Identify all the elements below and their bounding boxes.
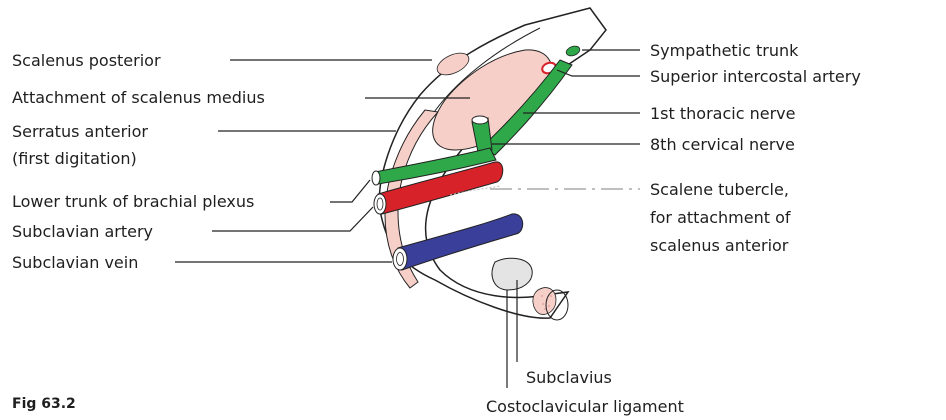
label-eighth-cervical-nerve: 8th cervical nerve <box>650 135 795 154</box>
label-costoclavicular-ligament: Costoclavicular ligament <box>486 397 684 416</box>
label-serratus-anterior: Serratus anterior <box>12 122 148 141</box>
label-serratus-anterior-sub: (first digitation) <box>12 149 137 168</box>
label-subclavian-artery: Subclavian artery <box>12 222 153 241</box>
leader-superior-intercostal <box>557 70 640 76</box>
figure-caption: Fig 63.2 <box>12 396 76 412</box>
label-subclavius: Subclavius <box>526 368 612 387</box>
label-scalene-tubercle-line1: Scalene tubercle, <box>650 180 789 199</box>
label-superior-intercostal-artery: Superior intercostal artery <box>650 67 861 86</box>
label-scalenus-posterior: Scalenus posterior <box>12 51 161 70</box>
label-scalene-tubercle-line2: for attachment of <box>650 208 791 227</box>
label-first-thoracic-nerve: 1st thoracic nerve <box>650 104 795 123</box>
costoclavicular-ligament-attachment <box>492 258 532 290</box>
label-subclavian-vein: Subclavian vein <box>12 253 138 272</box>
leader-lower-trunk <box>330 180 370 202</box>
label-sympathetic-trunk: Sympathetic trunk <box>650 41 799 60</box>
label-lower-trunk: Lower trunk of brachial plexus <box>12 192 254 211</box>
label-attachment-scalenus-medius: Attachment of scalenus medius <box>12 88 265 107</box>
label-scalene-tubercle-line3: scalenus anterior <box>650 236 789 255</box>
